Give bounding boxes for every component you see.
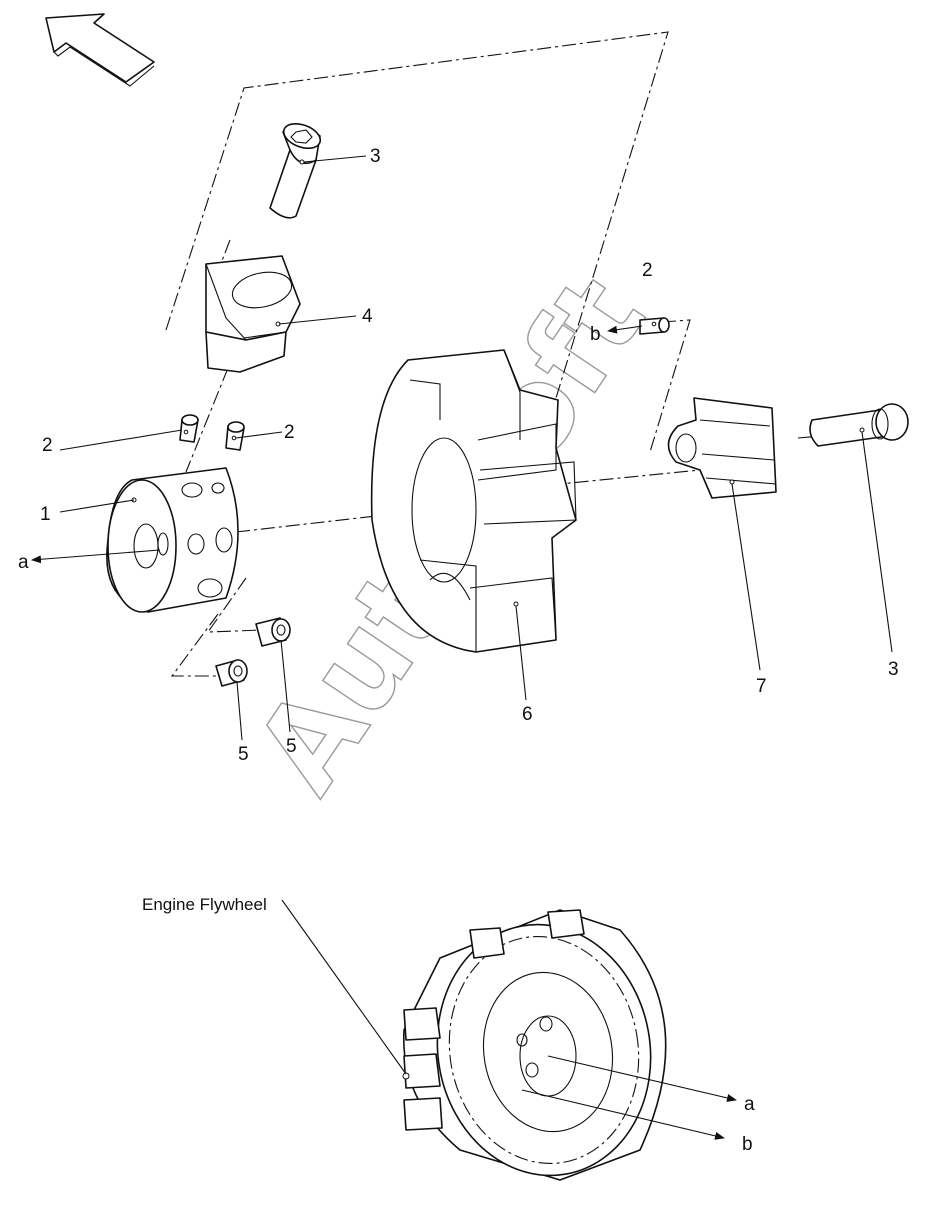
part-5-insert-upper	[255, 617, 291, 647]
callout-2-left: 2	[42, 435, 53, 456]
callout-3-right: 3	[888, 659, 899, 680]
callout-6: 6	[522, 704, 533, 725]
assembly-centerlines	[165, 31, 869, 677]
part-2-dowel-pin-left	[179, 414, 199, 443]
part-3-cap-screw-top	[269, 122, 322, 219]
callout-3-top: 3	[370, 146, 381, 167]
part-1-coupling-hub	[106, 467, 239, 613]
leader-lines	[31, 155, 893, 1140]
engine-flywheel	[402, 909, 667, 1181]
callout-5-left: 5	[238, 744, 249, 765]
callout-2-upper-right: 2	[642, 260, 653, 281]
callout-7: 7	[756, 676, 767, 697]
part-2-dowel-pin-right	[639, 317, 670, 335]
callout-a-bottom: a	[744, 1094, 755, 1115]
outline-arrow-icon	[45, 13, 155, 87]
callout-b-bottom: b	[742, 1134, 753, 1155]
callout-labels: 3 4 2 b 2 2 1 a 5 5 6 7 3 Engine Flywhee…	[18, 146, 899, 1155]
callout-1: 1	[40, 504, 51, 525]
engine-flywheel-label: Engine Flywheel	[142, 895, 267, 914]
part-6-flexible-element	[370, 349, 577, 653]
part-2-dowel-pin-middle	[225, 421, 245, 451]
part-4-clamp-bracket	[205, 255, 301, 373]
callout-4: 4	[362, 306, 373, 327]
callout-b-top: b	[590, 324, 601, 345]
callout-5-right: 5	[286, 736, 297, 757]
part-7-clamp-block	[667, 397, 777, 499]
callout-a-top: a	[18, 552, 29, 573]
part-5-insert-lower	[215, 659, 248, 687]
callout-2-middle: 2	[284, 422, 295, 443]
part-3-cap-screw-right	[809, 403, 909, 447]
